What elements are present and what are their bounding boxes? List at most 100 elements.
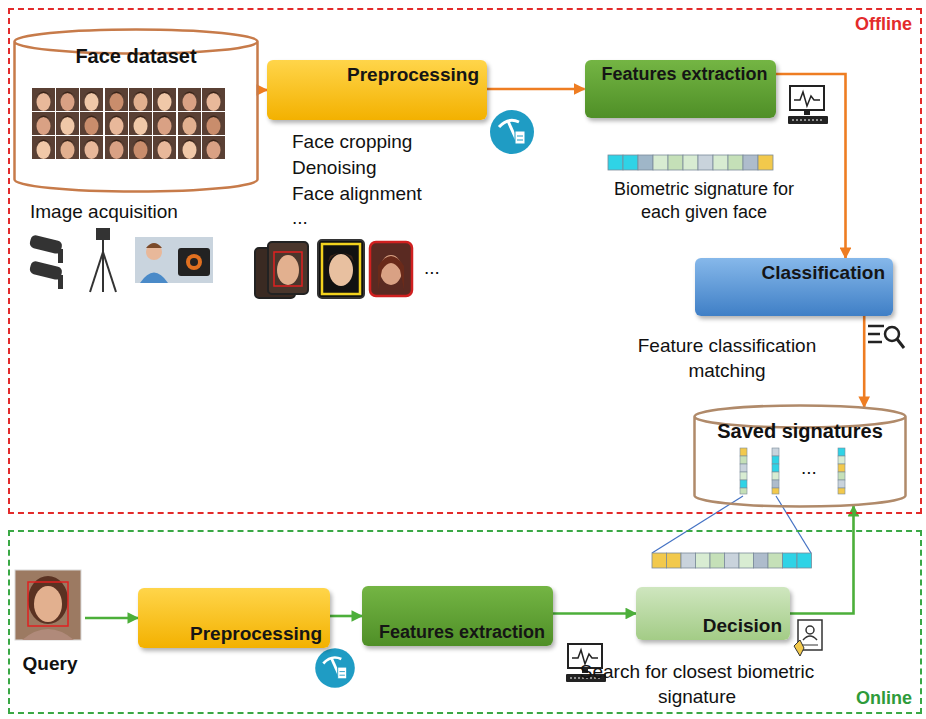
region-panel: OfflineFace datasetPreprocessingFeatures… <box>8 8 922 514</box>
decision-document-icon <box>803 636 817 640</box>
ellipsis-text: ... <box>424 256 440 281</box>
process-box: Features extraction <box>362 586 553 646</box>
query-signature-bar <box>725 553 740 568</box>
illustration-layer <box>315 648 355 688</box>
query-photo <box>15 570 81 640</box>
magnifier-icon <box>897 339 904 348</box>
biometric-signature-bar <box>623 155 638 170</box>
query-signature-bar <box>652 553 812 568</box>
saved-signature-bars <box>838 464 845 472</box>
camera-operator-photo <box>135 237 213 283</box>
face-dataset-grid <box>178 136 201 159</box>
preprocessed-face-thumbnails <box>277 255 299 285</box>
query-photo <box>28 582 68 626</box>
node-label: Features extraction <box>379 622 545 644</box>
flow-arrow <box>790 506 854 614</box>
node-label: Query <box>5 653 95 676</box>
query-signature-bar <box>783 553 798 568</box>
query-signature-bar <box>681 553 696 568</box>
face-dataset-grid <box>178 112 201 135</box>
annotation-text: Biometric signature for each given face <box>596 178 812 225</box>
biometric-signature-bar <box>668 155 683 170</box>
query-signature-bar <box>768 553 783 568</box>
decision-document-icon <box>794 620 822 656</box>
biometric-signature-bar <box>743 155 758 170</box>
saved-signature-bars <box>740 480 747 488</box>
magnifier-icon <box>868 341 882 344</box>
flow-arrow <box>776 74 846 258</box>
annotation-text: Face cropping <box>292 130 412 155</box>
face-dataset-grid <box>56 88 79 111</box>
face-dataset-grid <box>32 112 55 135</box>
face-dataset-grid <box>32 136 55 159</box>
face-dataset-grid <box>32 88 225 159</box>
saved-signature-bars <box>772 456 779 464</box>
face-dataset-grid <box>153 136 176 159</box>
tripod-icon <box>90 252 103 292</box>
camera-operator-photo <box>135 237 213 283</box>
tripod-icon <box>90 228 116 292</box>
magnifier-icon <box>868 325 884 328</box>
node-label: Preprocessing <box>347 64 479 87</box>
magnifier-icon <box>868 333 880 336</box>
biometric-signature-bar <box>683 155 698 170</box>
process-box: Preprocessing <box>267 60 487 120</box>
cctv-camera-icon <box>29 260 63 280</box>
preprocessed-face-thumbnails <box>255 240 412 298</box>
face-dataset-grid <box>56 112 79 135</box>
flow-arrow <box>487 88 585 91</box>
face-dataset-grid <box>80 136 103 159</box>
region-panel: OnlineQueryPreprocessingFeatures extract… <box>8 530 922 714</box>
region-title: Offline <box>855 14 912 36</box>
database-cylinder: Saved signatures <box>693 404 907 508</box>
query-photo <box>28 576 68 624</box>
face-dataset-grid <box>80 88 103 111</box>
camera-operator-photo <box>146 244 162 260</box>
query-photo <box>34 586 62 622</box>
decision-box: Decision <box>636 587 790 640</box>
query-image: Query <box>15 568 85 676</box>
preprocessed-face-thumbnails <box>378 256 404 290</box>
flow-arrow <box>863 316 866 407</box>
saved-signature-bars <box>740 464 747 472</box>
cylinder-outline <box>693 404 907 508</box>
face-dataset-grid <box>153 88 176 111</box>
tripod-icon <box>96 228 110 240</box>
annotation-text: Feature classification matching <box>618 334 836 383</box>
preprocessed-face-thumbnails <box>370 242 412 296</box>
face-dataset-grid <box>105 136 128 159</box>
face-dataset-grid <box>153 112 176 135</box>
saved-signature-bars <box>838 480 845 488</box>
query-signature-bar <box>754 553 769 568</box>
saved-signature-bars <box>772 464 779 472</box>
query-signature-bar <box>667 553 682 568</box>
cctv-camera-icon <box>58 249 63 263</box>
preprocessed-face-thumbnails <box>318 240 364 298</box>
camera-operator-photo <box>140 273 168 284</box>
saved-signature-bars <box>740 456 747 464</box>
biometric-signature-bar <box>653 155 668 170</box>
query-signature-bar <box>797 553 812 568</box>
process-box: Features extraction <box>585 60 776 118</box>
flow-arrow <box>553 612 636 615</box>
biometric-signature-bar <box>608 155 623 170</box>
magnifier-icon <box>885 327 899 341</box>
tripod-icon <box>102 240 104 292</box>
cctv-camera-icon <box>58 275 63 289</box>
face-dataset-grid <box>105 88 128 111</box>
query-signature-bar <box>739 553 754 568</box>
camera-operator-photo <box>146 243 162 248</box>
flow-arrow <box>330 615 362 618</box>
annotation-text: Image acquisition <box>30 200 178 225</box>
biometric-signature-bar <box>713 155 728 170</box>
saved-signature-bars <box>772 480 779 488</box>
magnifier-icon <box>868 326 904 348</box>
process-box: Classification <box>695 258 893 316</box>
saved-signature-bars <box>772 472 779 480</box>
camera-operator-photo <box>190 258 198 266</box>
node-label: Decision <box>703 615 782 638</box>
node-label: Classification <box>761 262 885 285</box>
preprocessed-face-thumbnails <box>322 244 360 294</box>
face-dataset-grid <box>80 112 103 135</box>
preprocessed-face-thumbnails <box>274 252 302 286</box>
